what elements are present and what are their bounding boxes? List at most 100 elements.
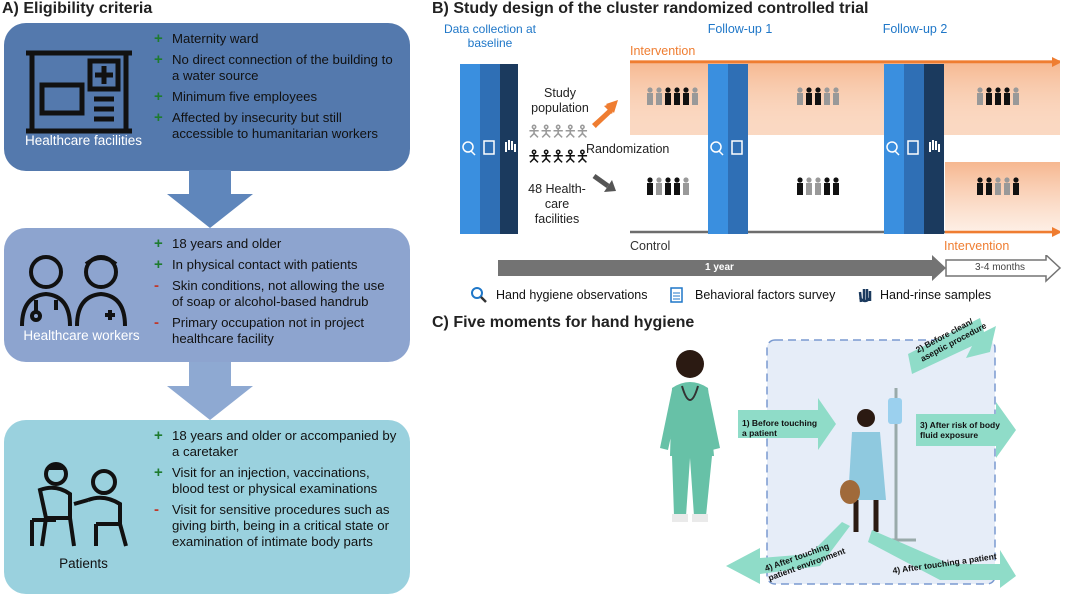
person-icon: [977, 177, 983, 195]
criterion-text: 18 years and older or accompanied by a c…: [172, 428, 397, 459]
plus-icon: +: [154, 427, 163, 444]
criterion-item: +No direct connection of the building to…: [154, 52, 399, 84]
people-markers: [647, 87, 1019, 195]
down-arrow-1: [167, 170, 253, 228]
person-icon: [986, 87, 992, 105]
legend-observations: Hand hygiene observations: [496, 288, 648, 302]
person-icon: [815, 87, 821, 105]
down-arrow-2: [167, 362, 253, 420]
workers-box: Healthcare workers +18 years and older+I…: [4, 228, 410, 362]
plus-icon: +: [154, 235, 163, 252]
person-icon: [1004, 177, 1010, 195]
workers-criteria: +18 years and older+In physical contact …: [154, 236, 399, 352]
intervention-label: Intervention: [630, 44, 696, 58]
facilities-count-label: 48 Health-care facilities: [528, 182, 586, 226]
criterion-item: -Primary occupation not in project healt…: [154, 315, 399, 347]
intervention-bottom-label: Intervention: [944, 239, 1010, 253]
plus-icon: +: [154, 464, 163, 481]
person-icon: [824, 87, 830, 105]
hand-hygiene-scene: [660, 318, 1016, 588]
minus-icon: -: [154, 314, 159, 331]
criterion-text: 18 years and older: [172, 236, 282, 251]
late-intervention-band: [945, 162, 1060, 234]
patients-label: Patients: [59, 556, 108, 571]
person-icon: [647, 177, 653, 195]
person-icon: [674, 177, 680, 195]
timeline-1-year: 1 year: [705, 262, 734, 273]
plus-icon: +: [154, 30, 163, 47]
moment-2-arrow: [908, 318, 996, 374]
hospital-icon: [26, 50, 132, 134]
patients-criteria: +18 years and older or accompanied by a …: [154, 428, 399, 555]
workers-label: Healthcare workers: [23, 328, 140, 343]
person-icon: [797, 87, 803, 105]
minus-icon: -: [154, 501, 159, 518]
person-icon: [1013, 177, 1019, 195]
criterion-text: In physical contact with patients: [172, 257, 358, 272]
criterion-text: Minimum five employees: [172, 89, 318, 104]
person-icon: [986, 177, 992, 195]
facilities-box: Healthcare facilities +Maternity ward+No…: [4, 23, 410, 171]
criterion-text: Visit for an injection, vaccinations, bl…: [172, 465, 378, 496]
criterion-item: -Skin conditions, not allowing the use o…: [154, 278, 399, 310]
criterion-item: + Maternity ward: [154, 31, 399, 47]
plus-icon: +: [154, 88, 163, 105]
panel-a-title: A) Eligibility criteria: [2, 0, 153, 17]
criterion-text: Affected by insecurity but still accessi…: [172, 110, 378, 141]
moment-4-patient-arrow: [868, 530, 1016, 588]
criterion-text: Visit for sensitive procedures such as g…: [172, 502, 390, 549]
patients-icon: [30, 462, 128, 547]
patients-box: Patients +18 years and older or accompan…: [4, 420, 410, 594]
legend-survey: Behavioral factors survey: [695, 288, 836, 302]
randomization-label: Randomization: [586, 142, 670, 156]
facilities-criteria: +Maternity ward+No direct connection of …: [154, 31, 399, 147]
person-icon: [806, 87, 812, 105]
person-icon: [1013, 87, 1019, 105]
person-icon: [683, 87, 689, 105]
hand-icon: [858, 289, 872, 303]
facilities-label: Healthcare facilities: [24, 133, 143, 148]
criterion-text: No direct connection of the building to …: [172, 52, 393, 83]
criterion-text: Maternity ward: [172, 31, 259, 46]
clipboard-icon: [670, 287, 683, 303]
person-marks: [647, 87, 1019, 195]
person-icon: [692, 87, 698, 105]
timeline-arrows: [498, 255, 1062, 283]
criterion-text: Primary occupation not in project health…: [172, 315, 365, 346]
person-icon: [647, 87, 653, 105]
person-icon: [995, 87, 1001, 105]
plus-icon: +: [154, 256, 163, 273]
nurse-figure: [660, 350, 720, 522]
study-design-diagram: [460, 57, 1060, 237]
person-icon: [674, 87, 680, 105]
people-population-gray: 🯅🯅🯅🯅🯅: [527, 124, 589, 141]
person-icon: [656, 177, 662, 195]
person-icon: [656, 87, 662, 105]
person-icon: [806, 177, 812, 195]
person-icon: [815, 177, 821, 195]
baseline-label: Data collection at baseline: [443, 22, 537, 50]
criterion-item: + Affected by insecurity but still access…: [154, 110, 399, 142]
person-icon: [833, 177, 839, 195]
criterion-text: Skin conditions, not allowing the use of…: [172, 278, 385, 309]
followup2-label: Follow-up 2: [882, 22, 948, 36]
criterion-item: +18 years and older: [154, 236, 399, 252]
person-icon: [797, 177, 803, 195]
moment-3-arrow: [916, 402, 1016, 458]
study-population-label: Study population: [531, 86, 589, 115]
criterion-item: -Visit for sensitive procedures such as …: [154, 502, 399, 550]
moment-3-label: 3) After risk of body fluid exposure: [920, 420, 1000, 440]
person-icon: [833, 87, 839, 105]
person-icon: [824, 177, 830, 195]
person-icon: [1004, 87, 1010, 105]
legend-hand-rinse: Hand-rinse samples: [880, 288, 992, 302]
magnifier-icon: [471, 287, 487, 303]
timeline-3-4-months: 3-4 months: [975, 262, 1026, 273]
plus-icon: +: [154, 109, 163, 126]
person-icon: [665, 177, 671, 195]
person-icon: [683, 177, 689, 195]
moment-1-label: 1) Before touching a patient: [742, 418, 818, 438]
criterion-item: + Minimum five employees: [154, 89, 399, 105]
criterion-item: +18 years and older or accompanied by a …: [154, 428, 399, 460]
moment-1-arrow: [738, 398, 836, 450]
